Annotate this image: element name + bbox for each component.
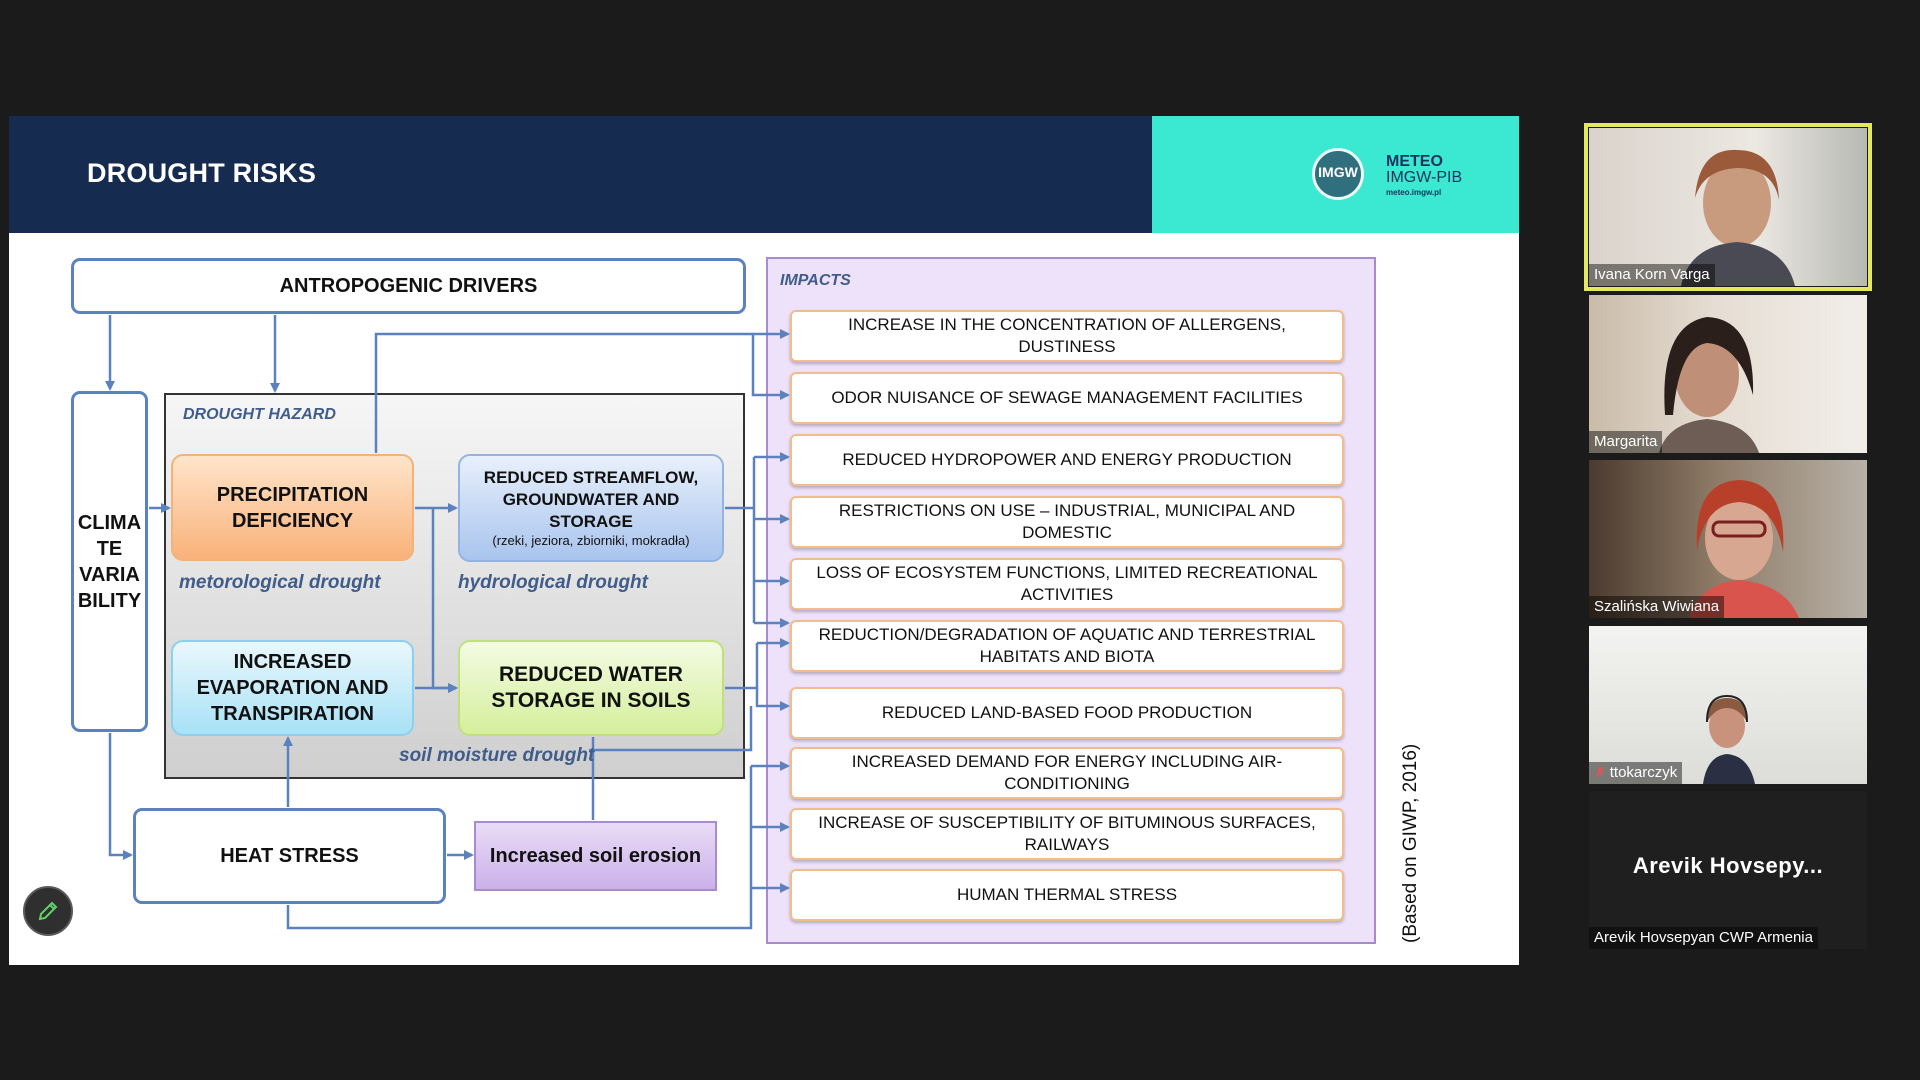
precipitation-deficiency-box: PRECIPITATION DEFICIENCY — [171, 454, 414, 561]
slide-title: DROUGHT RISKS — [87, 158, 317, 188]
mic-muted-icon: ✗ — [1594, 764, 1606, 780]
impact-item: ODOR NUISANCE OF SEWAGE MANAGEMENT FACIL… — [790, 372, 1344, 424]
participant-tile[interactable]: Margarita — [1589, 295, 1867, 453]
precipitation-line-2: DEFICIENCY — [231, 509, 354, 532]
participant-name: ✗ttokarczyk — [1589, 762, 1683, 784]
participant-name: Margarita — [1589, 431, 1663, 453]
impacts-label: IMPACTS — [780, 272, 851, 289]
impact-item: RESTRICTIONS ON USE – INDUSTRIAL, MUNICI… — [790, 496, 1344, 548]
impact-item: LOSS OF ECOSYSTEM FUNCTIONS, LIMITED REC… — [790, 558, 1344, 610]
arrow-precip-to-soil — [431, 508, 458, 693]
participant-tile[interactable]: ✗ttokarczyk — [1589, 626, 1867, 784]
climate-variability-box: CLIMA TE VARIA BILITY — [71, 391, 148, 732]
evaporation-line-3: TRANSPIRATION — [211, 703, 374, 725]
arrow-precip-to-allergens — [374, 329, 790, 453]
climate-variability-line-4: BILITY — [77, 589, 142, 612]
participant-video — [1681, 149, 1795, 286]
arrow-soil-to-food — [755, 688, 790, 711]
evaporation-line-1: INCREASED — [233, 651, 352, 673]
participant-display-name: Arevik Hovsepy... — [1632, 853, 1824, 878]
soil-moisture-drought-label: soil moisture drought — [399, 745, 595, 766]
meteorological-drought-label: metorological drought — [179, 572, 381, 593]
streamflow-subtext: (rzeki, jeziora, zbiorniki, mokradła) — [492, 533, 690, 548]
participant-video — [1689, 480, 1799, 618]
arrow-climate-to-heat — [108, 733, 133, 860]
participant-video — [1703, 694, 1755, 784]
participant-tile[interactable]: Arevik Hovsepy... Arevik Hovsepyan CWP A… — [1589, 791, 1867, 949]
participant-name: Szalińska Wiwiana — [1589, 596, 1725, 618]
logo-panel: IMGW METEO IMGW-PIB meteo.imgw.pl — [1152, 116, 1519, 233]
impact-item: REDUCTION/DEGRADATION OF AQUATIC AND TER… — [790, 620, 1344, 672]
slide-header: DROUGHT RISKS — [9, 116, 1152, 233]
annotate-button[interactable] — [23, 886, 73, 936]
line-soil-moisture-bus — [589, 706, 753, 752]
streamflow-line-1: REDUCED STREAMFLOW, — [483, 468, 699, 487]
increased-evaporation-box: INCREASED EVAPORATION AND TRANSPIRATION — [171, 640, 414, 736]
precipitation-line-1: PRECIPITATION — [216, 483, 369, 506]
logo-subtitle: IMGW-PIB — [1386, 169, 1463, 186]
antropogenic-drivers-label: ANTROPOGENIC DRIVERS — [279, 274, 538, 297]
heat-stress-label: HEAT STRESS — [220, 844, 359, 867]
participant-name: Arevik Hovsepyan CWP Armenia — [1589, 927, 1818, 949]
soil-water-line-1: REDUCED WATER — [499, 663, 683, 686]
impact-item: INCREASE IN THE CONCENTRATION OF ALLERGE… — [790, 310, 1344, 362]
antropogenic-drivers-box: ANTROPOGENIC DRIVERS — [71, 258, 746, 314]
soil-water-line-2: STORAGE IN SOILS — [491, 689, 691, 712]
source-note: (Based on GIWP, 2016) — [1400, 743, 1421, 943]
impact-item: REDUCED HYDROPOWER AND ENERGY PRODUCTION — [790, 434, 1344, 486]
climate-variability-line-1: CLIMA — [77, 511, 142, 534]
climate-variability-line-2: TE — [96, 537, 123, 560]
logo-url: meteo.imgw.pl — [1386, 188, 1442, 197]
line-soil-bus — [725, 643, 759, 690]
participant-video — [1659, 317, 1759, 453]
logo-badge-text: IMGW — [1318, 164, 1358, 180]
participant-name: Ivana Korn Varga — [1589, 264, 1715, 286]
logo-name: METEO — [1386, 153, 1443, 170]
evaporation-line-2: EVAPORATION AND — [196, 677, 389, 699]
impact-item: INCREASE OF SUSCEPTIBILITY OF BITUMINOUS… — [790, 808, 1344, 860]
heat-stress-box: HEAT STRESS — [133, 808, 446, 904]
reduced-soil-water-box: REDUCED WATER STORAGE IN SOILS — [458, 640, 724, 736]
participant-name-text: ttokarczyk — [1609, 764, 1678, 781]
impact-item: HUMAN THERMAL STRESS — [790, 869, 1344, 921]
drought-hazard-label: DROUGHT HAZARD — [183, 406, 336, 423]
impact-item: REDUCED LAND-BASED FOOD PRODUCTION — [790, 687, 1344, 739]
impact-item: INCREASED DEMAND FOR ENERGY INCLUDING AI… — [790, 747, 1344, 799]
pen-icon — [38, 901, 58, 921]
imgw-logo-icon: IMGW — [1312, 148, 1364, 200]
hydrological-drought-label: hydrological drought — [458, 572, 648, 593]
streamflow-line-3: STORAGE — [549, 512, 633, 531]
shared-slide: DROUGHT RISKS IMGW METEO IMGW-PIB meteo.… — [9, 116, 1519, 965]
line-heat-bottom-bus — [286, 766, 753, 930]
climate-variability-line-3: VARIA — [79, 563, 140, 586]
soil-erosion-box: Increased soil erosion — [474, 821, 717, 891]
soil-erosion-label: Increased soil erosion — [489, 844, 702, 867]
diagram-arrows — [105, 315, 790, 930]
reduced-streamflow-box: REDUCED STREAMFLOW, GROUNDWATER AND STOR… — [458, 454, 724, 562]
participant-tile[interactable]: Ivana Korn Varga — [1584, 123, 1872, 291]
participant-tile[interactable]: Szalińska Wiwiana — [1589, 460, 1867, 618]
streamflow-line-2: GROUNDWATER AND — [502, 490, 680, 509]
arrow-to-odor — [751, 334, 790, 400]
